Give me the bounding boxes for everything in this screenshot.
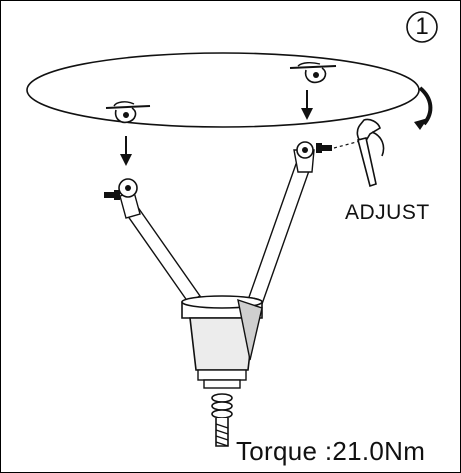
left-arm: [118, 178, 202, 303]
spring-coil: [211, 393, 233, 447]
ceiling-bracket-left: [105, 101, 151, 124]
hex-key-icon: [356, 118, 385, 188]
rotation-arrow-icon: [414, 86, 433, 130]
canopy-body: [181, 295, 263, 389]
screw-right-icon: [316, 143, 332, 153]
ceiling-disc: [26, 52, 420, 128]
screw-left-icon: [104, 190, 120, 200]
adjust-label: ADJUST: [345, 201, 430, 224]
ceiling-bracket-right: [289, 61, 337, 84]
step-number-circle: [406, 11, 438, 43]
right-arm: [247, 141, 315, 305]
torque-label: Torque :21.0Nm: [236, 436, 426, 466]
step-number: 1: [415, 13, 429, 40]
